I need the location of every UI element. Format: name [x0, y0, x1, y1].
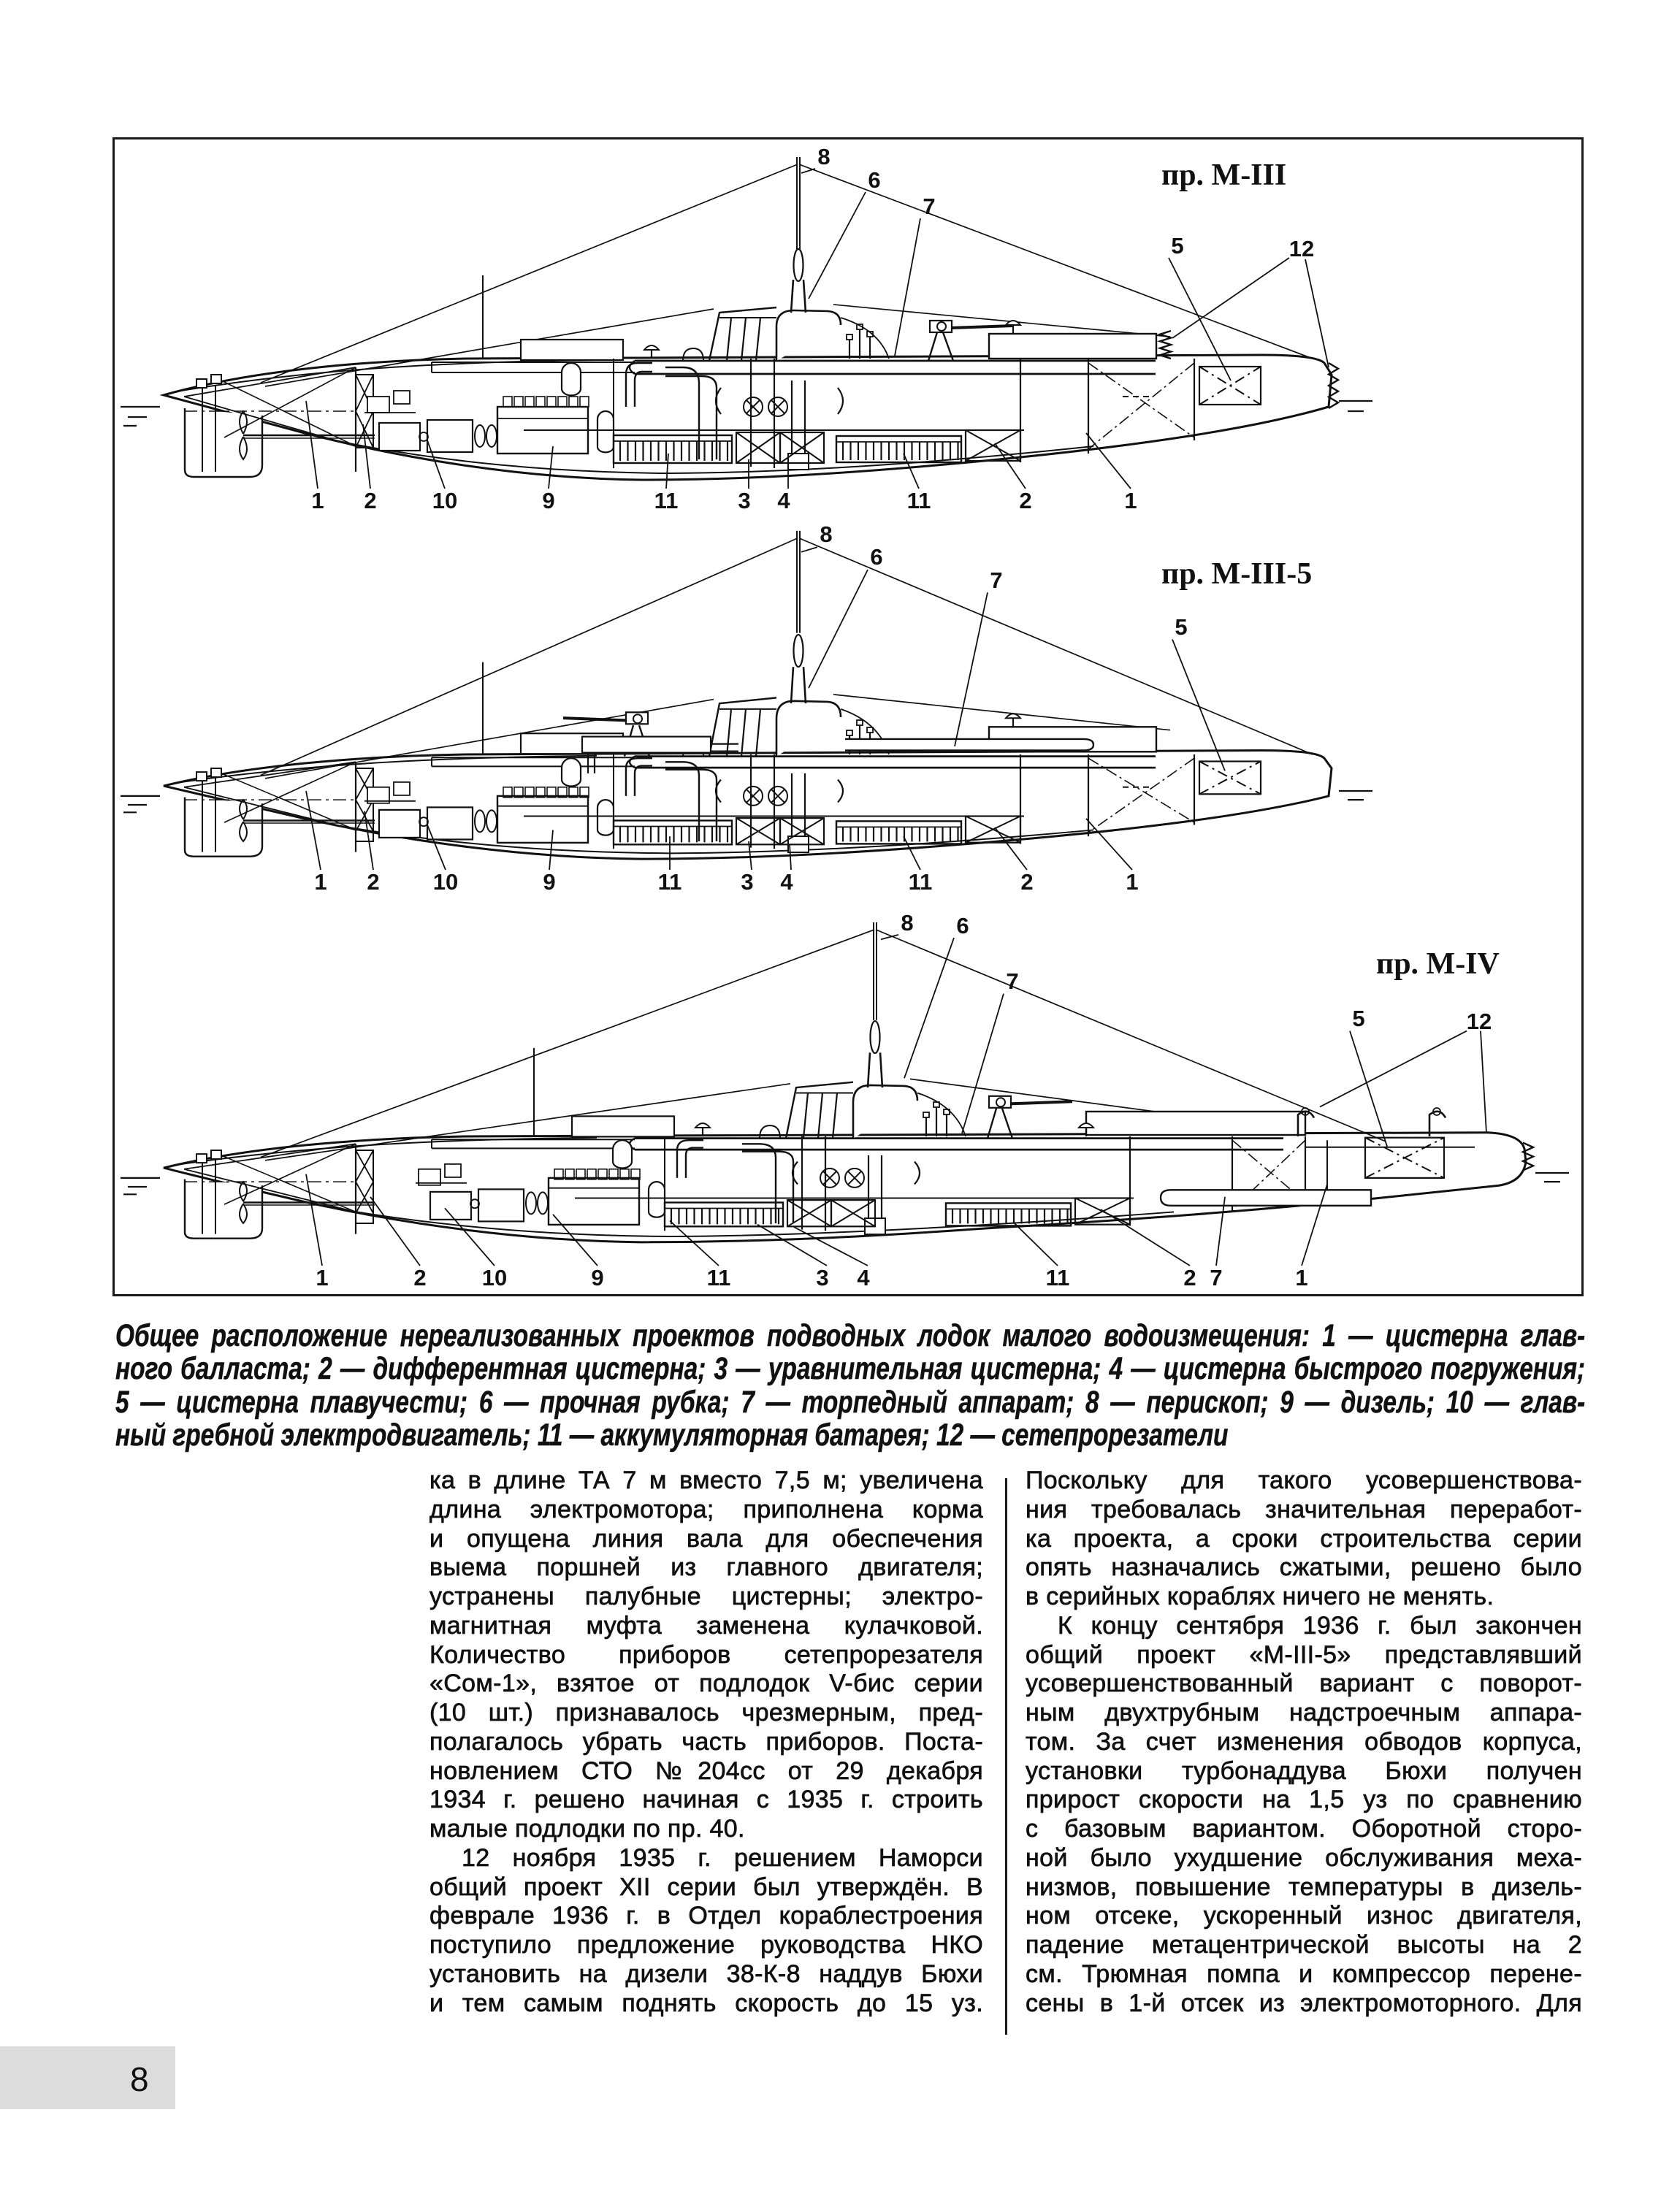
svg-text:4: 4 — [780, 869, 793, 895]
svg-text:8: 8 — [901, 910, 913, 936]
svg-text:6: 6 — [870, 544, 882, 570]
svg-text:12: 12 — [1289, 236, 1314, 261]
svg-text:2: 2 — [1183, 1265, 1196, 1290]
svg-text:5: 5 — [1175, 614, 1187, 640]
svg-text:6: 6 — [956, 913, 969, 938]
svg-text:3: 3 — [741, 869, 753, 895]
svg-text:7: 7 — [923, 194, 935, 219]
svg-text:1: 1 — [316, 1265, 328, 1290]
svg-text:2: 2 — [367, 869, 379, 895]
svg-text:11: 11 — [658, 869, 682, 895]
svg-text:2: 2 — [1020, 869, 1033, 895]
svg-text:6: 6 — [868, 167, 880, 193]
svg-text:2: 2 — [364, 488, 376, 513]
svg-text:3: 3 — [816, 1265, 828, 1290]
svg-text:5: 5 — [1171, 233, 1183, 259]
svg-text:11: 11 — [909, 869, 933, 895]
svg-text:11: 11 — [1046, 1265, 1070, 1290]
svg-text:7: 7 — [1210, 1265, 1222, 1290]
svg-text:пр. М-III-5: пр. М-III-5 — [1161, 557, 1312, 591]
svg-text:4: 4 — [857, 1265, 870, 1290]
svg-text:9: 9 — [543, 869, 555, 895]
svg-text:2: 2 — [413, 1265, 426, 1290]
svg-text:12: 12 — [1467, 1009, 1492, 1034]
svg-text:пр. М-III: пр. М-III — [1161, 158, 1286, 192]
svg-text:1: 1 — [1124, 488, 1137, 513]
svg-text:1: 1 — [311, 488, 324, 513]
svg-text:5: 5 — [1352, 1006, 1364, 1031]
svg-text:пр. М-IV: пр. М-IV — [1376, 947, 1500, 981]
svg-text:11: 11 — [654, 488, 679, 513]
svg-text:1: 1 — [1295, 1265, 1307, 1290]
svg-text:1: 1 — [1126, 869, 1138, 895]
svg-text:9: 9 — [542, 488, 554, 513]
svg-text:8: 8 — [820, 521, 832, 547]
svg-text:11: 11 — [907, 488, 931, 513]
svg-text:7: 7 — [990, 567, 1002, 593]
svg-text:8: 8 — [817, 144, 830, 169]
svg-text:7: 7 — [1006, 968, 1018, 994]
svg-text:3: 3 — [738, 488, 750, 513]
svg-text:10: 10 — [432, 488, 457, 513]
svg-text:2: 2 — [1019, 488, 1031, 513]
svg-text:1: 1 — [314, 869, 327, 895]
svg-text:11: 11 — [707, 1265, 731, 1290]
svg-text:10: 10 — [433, 869, 458, 895]
svg-text:4: 4 — [777, 488, 790, 513]
svg-text:10: 10 — [482, 1265, 507, 1290]
svg-text:9: 9 — [591, 1265, 603, 1290]
